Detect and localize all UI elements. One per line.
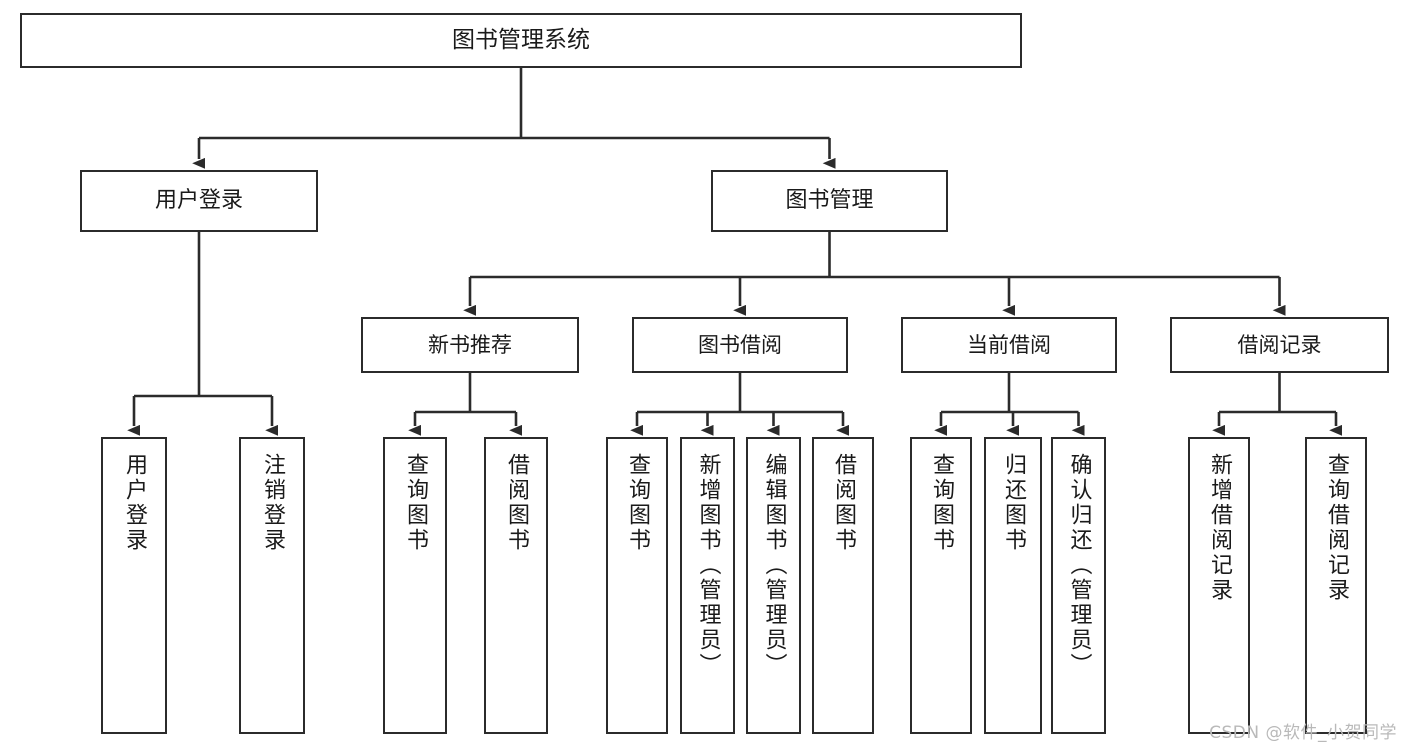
root-node-0[interactable]: 图书管理系统: [20, 13, 1022, 68]
leaf-node-8[interactable]: 查询图书: [910, 437, 972, 734]
level3-node-1[interactable]: 图书借阅: [632, 317, 848, 373]
level3-node-3[interactable]: 借阅记录: [1170, 317, 1389, 373]
leaf-node-5[interactable]: 新增图书（管理员）: [680, 437, 735, 734]
csdn-watermark: CSDN @软件_小贺同学: [1209, 723, 1397, 743]
leaf-node-label: 注销登录: [260, 453, 285, 553]
leaf-node-label: 查询图书: [929, 453, 954, 553]
leaf-node-label: 确认归还（管理员）: [1066, 453, 1092, 678]
leaf-node-label: 查询图书: [403, 453, 428, 553]
leaf-node-label: 新增图书（管理员）: [695, 453, 721, 678]
leaf-node-6[interactable]: 编辑图书（管理员）: [746, 437, 801, 734]
leaf-node-9[interactable]: 归还图书: [984, 437, 1042, 734]
leaf-node-0[interactable]: 用户登录: [101, 437, 167, 734]
leaf-node-label: 借阅图书: [831, 453, 856, 553]
leaf-node-1[interactable]: 注销登录: [239, 437, 305, 734]
leaf-node-12[interactable]: 查询借阅记录: [1305, 437, 1367, 734]
level3-node-label: 当前借阅: [967, 332, 1051, 357]
leaf-node-3[interactable]: 借阅图书: [484, 437, 548, 734]
level2-node-label: 用户登录: [154, 188, 243, 214]
leaf-node-label: 用户登录: [122, 453, 147, 553]
level3-node-label: 新书推荐: [428, 332, 512, 357]
level2-node-1[interactable]: 图书管理: [711, 170, 948, 232]
leaf-node-label: 查询图书: [625, 453, 650, 553]
level2-node-label: 图书管理: [785, 188, 874, 214]
level3-node-label: 图书借阅: [698, 332, 782, 357]
leaf-node-2[interactable]: 查询图书: [383, 437, 447, 734]
leaf-node-7[interactable]: 借阅图书: [812, 437, 874, 734]
leaf-node-label: 新增借阅记录: [1207, 453, 1232, 603]
leaf-node-11[interactable]: 新增借阅记录: [1188, 437, 1250, 734]
level2-node-0[interactable]: 用户登录: [80, 170, 318, 232]
leaf-node-label: 借阅图书: [504, 453, 529, 553]
leaf-node-label: 归还图书: [1001, 453, 1026, 553]
root-node-label: 图书管理系统: [452, 26, 590, 53]
leaf-node-10[interactable]: 确认归还（管理员）: [1051, 437, 1106, 734]
leaf-node-label: 编辑图书（管理员）: [761, 453, 787, 678]
level3-node-0[interactable]: 新书推荐: [361, 317, 579, 373]
leaf-node-4[interactable]: 查询图书: [606, 437, 668, 734]
level3-node-label: 借阅记录: [1237, 332, 1322, 357]
leaf-node-label: 查询借阅记录: [1324, 453, 1349, 603]
level3-node-2[interactable]: 当前借阅: [901, 317, 1117, 373]
